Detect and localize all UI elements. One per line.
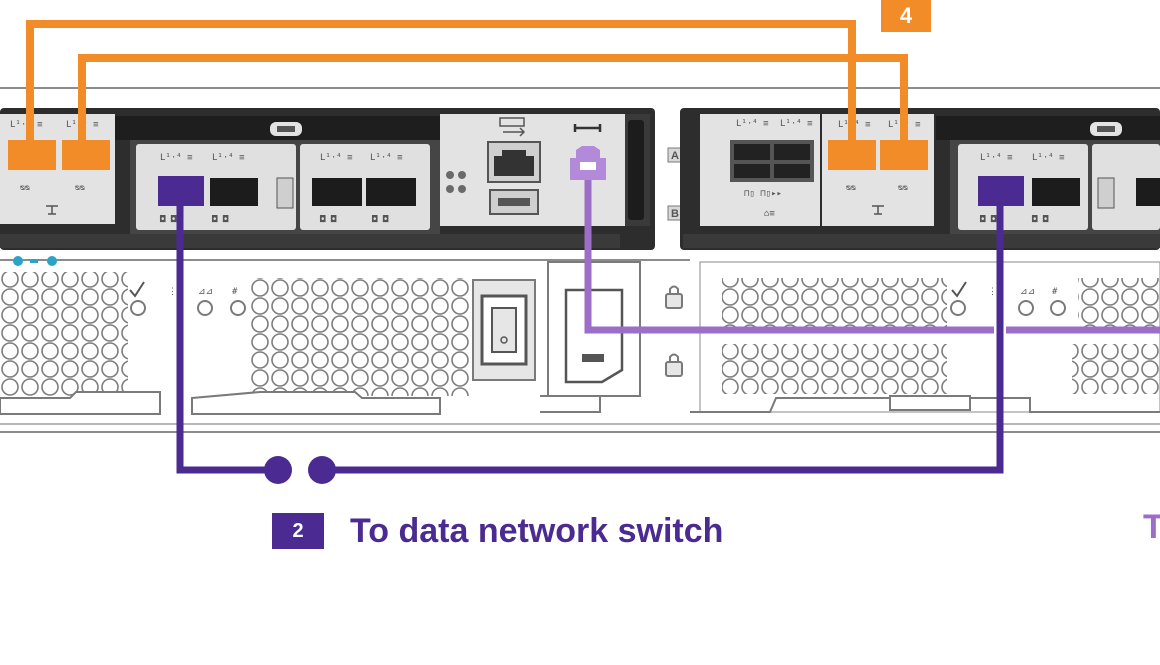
controller-a: L¹·⁴ ≡L¹·⁴ ≡ L¹·⁴ ≡L¹·⁴ ≡ L¹·⁴ ≡L¹·⁴ ≡ ◘… (0, 108, 655, 250)
svg-text:⋮: ⋮ (988, 287, 997, 297)
svg-text:L¹·⁴ ≡: L¹·⁴ ≡ (780, 119, 813, 129)
svg-text:L¹·⁴ ≡: L¹·⁴ ≡ (320, 153, 353, 163)
checkmark-icon (129, 281, 145, 298)
svg-text:◘ ◘: ◘ ◘ (319, 215, 337, 225)
callout-badge-2: 2 (272, 513, 324, 549)
svg-text:⋮: ⋮ (168, 287, 177, 297)
svg-text:ᴓᴓ: ᴓᴓ (846, 183, 856, 193)
svg-text:#: # (232, 287, 238, 297)
padlock-icon-2 (665, 353, 683, 377)
port-label-b-text: B (671, 208, 679, 220)
management-cable (584, 180, 1160, 334)
data-switch-caption: To data network switch (350, 512, 724, 550)
svg-text:ᴓᴓ: ᴓᴓ (75, 183, 85, 193)
svg-text:◘ ◘: ◘ ◘ (371, 215, 389, 225)
svg-text:L¹·⁴ ≡: L¹·⁴ ≡ (1032, 153, 1065, 163)
svg-text:L¹·⁴ ≡: L¹·⁴ ≡ (980, 153, 1013, 163)
svg-text:L¹·⁴ ≡: L¹·⁴ ≡ (736, 119, 769, 129)
svg-text:⊿⊿: ⊿⊿ (198, 287, 213, 297)
svg-text:◘ ◘: ◘ ◘ (159, 215, 177, 225)
rj45-port (487, 141, 541, 183)
svg-text:L¹·⁴ ≡: L¹·⁴ ≡ (370, 153, 403, 163)
data-cable-ends (158, 176, 1024, 484)
indicator-dots (13, 256, 57, 266)
svg-text:◘ ◘: ◘ ◘ (1031, 215, 1049, 225)
svg-text:◘ ◘: ◘ ◘ (979, 215, 997, 225)
power-supply-left: ⊿⊿ # ⋮ (0, 261, 641, 415)
svg-text:⌂≡: ⌂≡ (764, 209, 775, 219)
chassis-outline (0, 87, 1160, 433)
usb-icon (499, 117, 526, 137)
svg-text:L¹·⁴ ≡: L¹·⁴ ≡ (212, 153, 245, 163)
orange-cables (26, 20, 908, 142)
network-icon (46, 205, 58, 215)
controller-b: L¹·⁴ ≡L¹·⁴ ≡ L¹·⁴ ≡L¹·⁴ ≡ L¹·⁴ ≡L¹·⁴ ≡ ◘… (680, 108, 1160, 250)
svg-text:⊿⊿: ⊿⊿ (1020, 287, 1035, 297)
management-port (570, 146, 606, 180)
callout-badge-4: 4 (881, 0, 931, 32)
svg-text:ᴓᴓ: ᴓᴓ (20, 183, 30, 193)
svg-text:⊓▯ ⊓▯▸▸: ⊓▯ ⊓▯▸▸ (744, 189, 782, 199)
cut-off-caption: T (1143, 508, 1160, 546)
network-icon-b (872, 205, 884, 215)
usb-port (489, 189, 539, 215)
svg-text:◘ ◘: ◘ ◘ (211, 215, 229, 225)
port-label-a-text: A (671, 150, 679, 162)
svg-text:L¹·⁴ ≡: L¹·⁴ ≡ (160, 153, 193, 163)
power-supply-right: ⊿⊿ # ⋮ (690, 261, 1160, 413)
wrench-icon (573, 124, 602, 132)
checkmark-icon-b (951, 281, 967, 298)
orange-connectors (8, 140, 928, 170)
svg-text:ᴓᴓ: ᴓᴓ (898, 183, 908, 193)
power-switch-icon (472, 279, 536, 381)
svg-text:#: # (1052, 287, 1058, 297)
padlock-icon (665, 285, 683, 309)
data-cables (176, 204, 1004, 474)
